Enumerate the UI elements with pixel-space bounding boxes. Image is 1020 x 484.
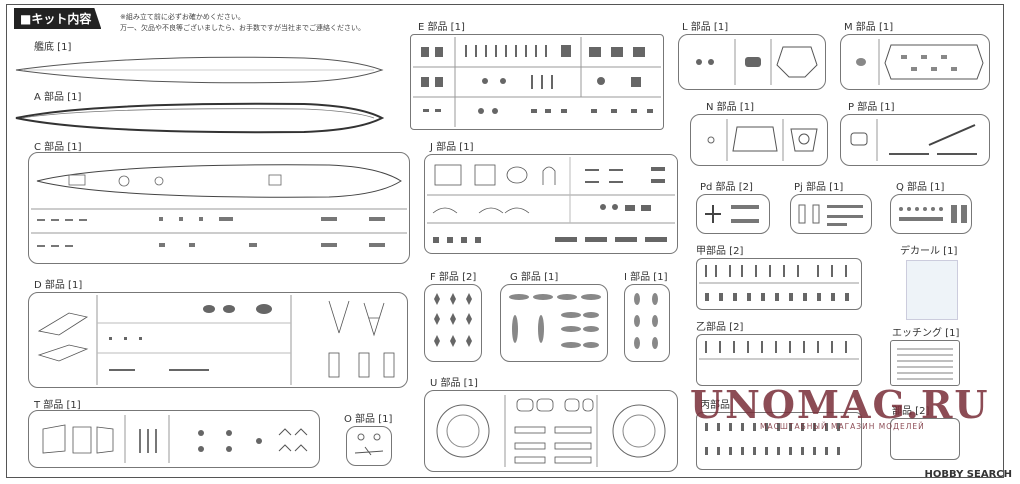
label-e-parts: E 部品 [1] (418, 22, 465, 33)
decal-sheet (906, 260, 958, 320)
j-parts-sprue (424, 154, 678, 254)
watermark-subtitle: МАСШТАБНЫЙ МАГАЗИН МОДЕЛЕЙ (760, 422, 925, 431)
i-parts-sprue (624, 284, 670, 362)
label-d-parts: D 部品 [1] (34, 280, 83, 291)
label-i-parts: I 部品 [1] (624, 272, 668, 283)
label-o-parts: O 部品 [1] (344, 414, 393, 425)
label-l-parts: L 部品 [1] (682, 22, 729, 33)
d-parts-sprue (28, 292, 408, 388)
label-hidden-parts: 部品 [2] (892, 406, 930, 417)
f-parts-sprue (424, 284, 482, 362)
o-parts-sprue (346, 426, 392, 466)
label-hei-parts: 丙部品 (700, 400, 730, 411)
g-parts-sprue (500, 284, 608, 362)
label-ko-parts: 甲部品 [2] (696, 246, 744, 257)
c-parts-sprue (28, 152, 410, 264)
label-q-parts: Q 部品 [1] (896, 182, 945, 193)
ko-parts-sprue (696, 258, 862, 310)
label-n-parts: N 部品 [1] (706, 102, 755, 113)
label-p-parts: P 部品 [1] (848, 102, 895, 113)
label-otsu-parts: 乙部品 [2] (696, 322, 744, 333)
hei-parts-sprue (696, 412, 862, 470)
m-parts-sprue (840, 34, 990, 90)
u-parts-sprue (424, 390, 678, 472)
label-pj-parts: Pj 部品 [1] (794, 182, 844, 193)
label-hull-bottom: 艦底 [1] (34, 42, 72, 53)
hull-bottom-part (15, 56, 384, 84)
label-f-parts: F 部品 [2] (430, 272, 477, 283)
pj-parts-sprue (790, 194, 872, 234)
t-parts-sprue (28, 410, 320, 468)
a-parts-hull (15, 102, 384, 134)
label-m-parts: M 部品 [1] (844, 22, 894, 33)
label-j-parts: J 部品 [1] (430, 142, 474, 153)
n-parts-sprue (690, 114, 828, 166)
note-line-2: 万一、欠品や不良等ございましたら、お手数ですが当社までご連絡ください。 (120, 24, 365, 32)
pd-parts-sprue (696, 194, 770, 234)
hobby-search-logo: HOBBY SEARCH (924, 469, 1012, 480)
l-parts-sprue (678, 34, 826, 90)
p-parts-sprue (840, 114, 990, 166)
hidden-parts-sprue (890, 418, 960, 460)
etching-sheet (890, 340, 960, 386)
label-c-parts: C 部品 [1] (34, 142, 82, 153)
otsu-parts-sprue (696, 334, 862, 386)
label-pd-parts: Pd 部品 [2] (700, 182, 753, 193)
note-line-1: ※組み立て前に必ずお確かめください。 (120, 13, 245, 21)
label-decal: デカール [1] (900, 246, 958, 257)
e-parts-sprue (410, 34, 664, 130)
kit-contents-header: ■キット内容 (14, 8, 102, 29)
label-u-parts: U 部品 [1] (430, 378, 478, 389)
label-g-parts: G 部品 [1] (510, 272, 559, 283)
q-parts-sprue (890, 194, 972, 234)
label-a-parts: A 部品 [1] (34, 92, 82, 103)
kit-contents-frame (6, 4, 1004, 478)
label-etching: エッチング [1] (892, 328, 960, 339)
watermark-unomag: UNOMAG.RU (690, 382, 990, 427)
label-t-parts: T 部品 [1] (34, 400, 81, 411)
